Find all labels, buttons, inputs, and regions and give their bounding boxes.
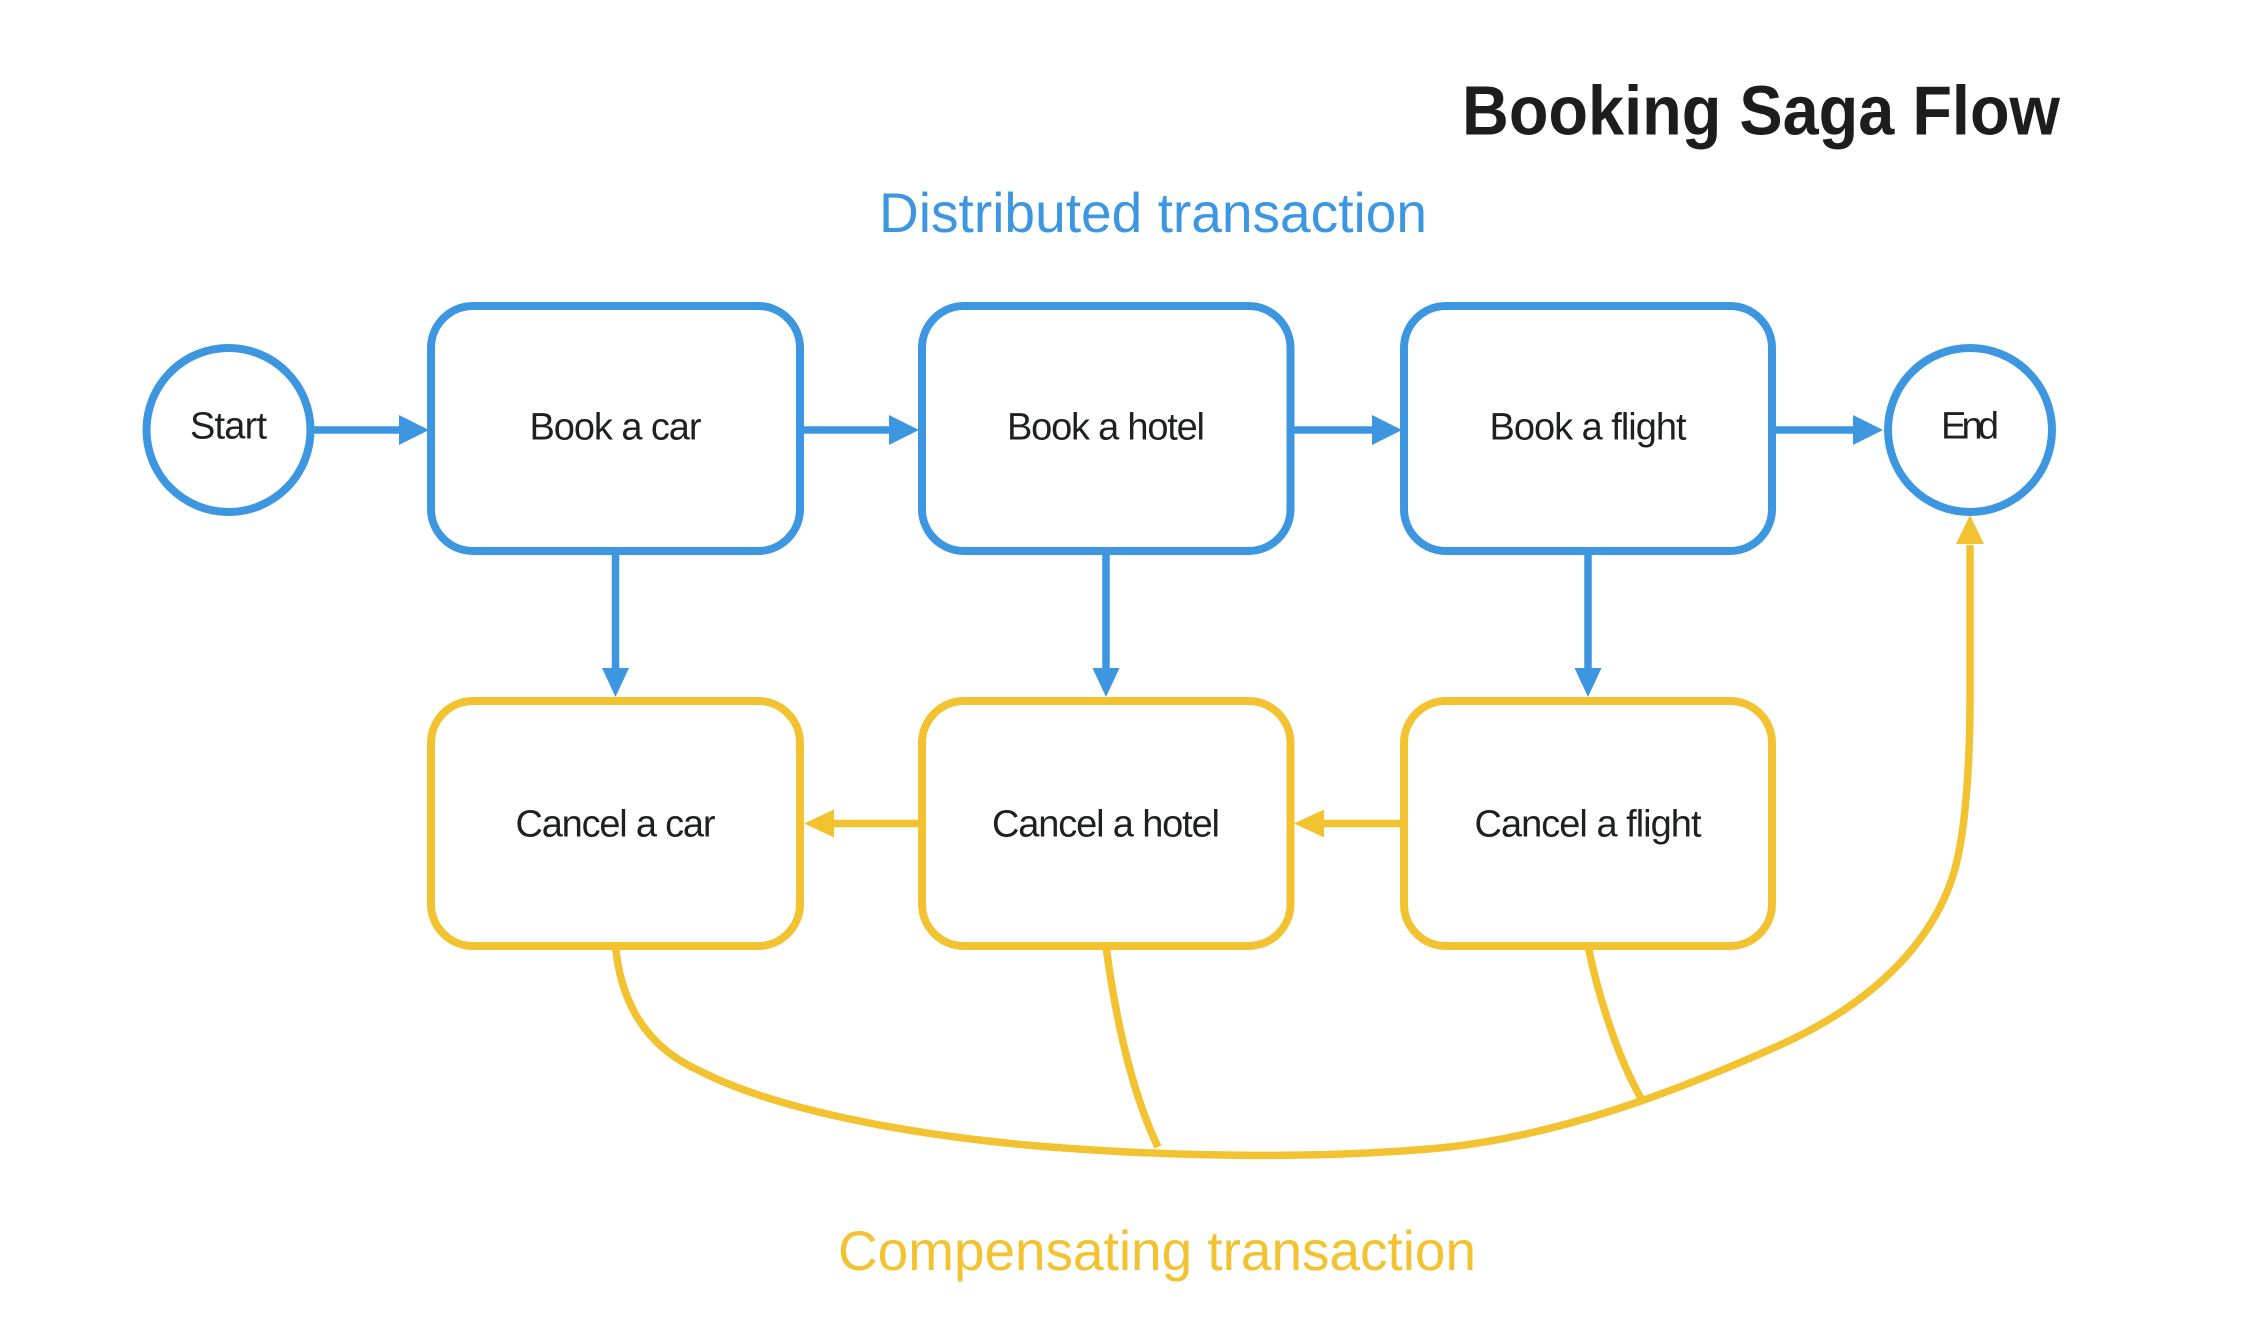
svg-text:Booking Saga Flow: Booking Saga Flow <box>1462 72 2061 150</box>
svg-text:End: End <box>1941 406 1999 448</box>
svg-text:Start: Start <box>190 406 267 448</box>
svg-text:Book a hotel: Book a hotel <box>1007 407 1205 449</box>
svg-text:Book a flight: Book a flight <box>1490 407 1687 449</box>
svg-text:Compensating transaction: Compensating transaction <box>838 1219 1476 1282</box>
svg-text:Cancel a car: Cancel a car <box>516 804 716 846</box>
svg-text:Book a car: Book a car <box>530 407 702 449</box>
svg-text:Cancel a flight: Cancel a flight <box>1475 804 1702 846</box>
svg-text:Distributed transaction: Distributed transaction <box>879 181 1427 244</box>
svg-text:Cancel a hotel: Cancel a hotel <box>992 804 1220 846</box>
